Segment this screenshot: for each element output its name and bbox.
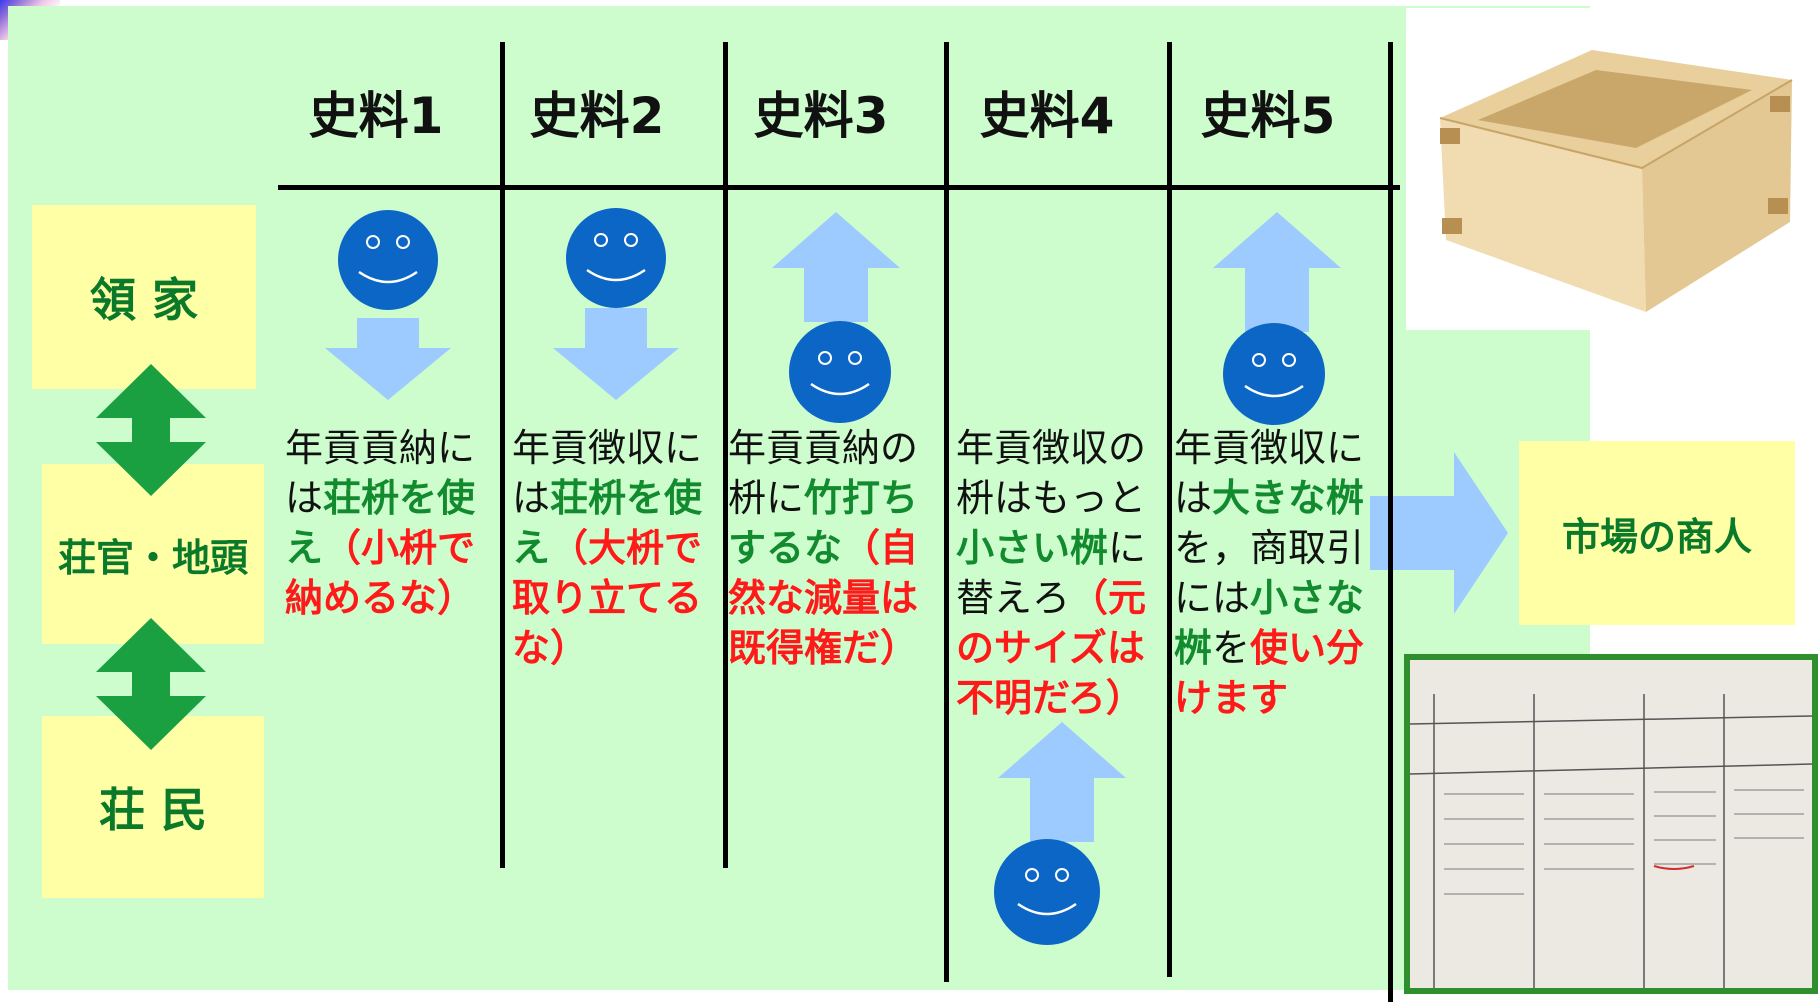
column-text-2: 年貢徴収には荘枡を使え（大枡で取り立てるな） (512, 423, 717, 673)
smiley-arrow-column-4 (994, 722, 1126, 945)
block-arrow-icon-up (772, 212, 900, 322)
column-divider-3 (944, 42, 949, 982)
column-text-segment: に替えろ (956, 526, 1147, 620)
actor-lord-label: 領 家 (89, 273, 198, 327)
smiley-face-icon (566, 208, 666, 308)
column-header-4: 史料4 (979, 87, 1115, 145)
smiley-arrow-column-3 (772, 212, 900, 423)
column-divider-5 (1388, 42, 1393, 1002)
smiley-face-icon (789, 321, 891, 423)
smiley-face-icon (338, 210, 438, 310)
column-text-4: 年貢徴収の枡はもっと小さい桝に替えろ（元のサイズは不明だろ） (956, 423, 1161, 723)
column-text-segment: 年貢貢納の枡に (728, 426, 919, 520)
worksheet-photo (1404, 654, 1818, 994)
wooden-masu-photo (1406, 8, 1820, 330)
actor-merchant-label: 市場の商人 (1561, 514, 1752, 559)
double-arrow-icon-bottom (96, 618, 206, 750)
column-text-5: 年貢徴収には大きな桝を，商取引には小さな桝を使い分けます (1174, 423, 1379, 723)
column-text-segment: を (1212, 626, 1251, 670)
column-text-segment: 竹打ちするな (728, 476, 919, 570)
column-divider-1 (500, 42, 505, 868)
actor-peasants-label: 荘 民 (98, 783, 207, 837)
block-arrow-icon-up (998, 722, 1126, 842)
column-text-segment: 大きな桝 (1212, 476, 1365, 520)
column-text-segment: 年貢貢納には (285, 426, 476, 520)
smiley-arrow-column-2 (553, 208, 679, 400)
column-text-segment: 年貢徴収の枡はもっと (956, 426, 1147, 520)
column-text-3: 年貢貢納の枡に竹打ちするな（自然な減量は既得権だ） (728, 423, 933, 673)
actor-official-label: 荘官・地頭 (57, 535, 248, 580)
column-text-segment: （小枡で納めるな） (285, 526, 476, 620)
column-text-segment: 小さな桝 (1174, 576, 1365, 670)
column-text-segment: （元のサイズは不明だろ） (956, 576, 1147, 720)
column-divider-4 (1167, 42, 1172, 977)
block-arrow-icon-down (325, 318, 451, 400)
actor-lord-box: 領 家 (32, 205, 256, 389)
column-header-1: 史料1 (308, 87, 444, 145)
column-text-segment: 小さい桝 (956, 526, 1109, 570)
column-text-segment: を，商取引には (1174, 526, 1365, 620)
column-text-segment: 荘枡を使え (512, 476, 703, 570)
column-text-segment: 荘枡を使え (285, 476, 476, 570)
diagram-panel (8, 6, 1590, 990)
actor-merchant-box: 市場の商人 (1519, 441, 1795, 625)
column-text-segment: 年貢徴収には (512, 426, 703, 520)
smiley-arrow-column-5 (1213, 212, 1341, 425)
table-header-divider (278, 185, 1400, 190)
double-arrow-icon-top (96, 364, 206, 496)
column-text-segment: 使い分けます (1174, 626, 1365, 720)
column-text-segment: 年貢徴収には (1174, 426, 1365, 520)
column-header-2: 史料2 (529, 87, 665, 145)
column-text-segment: （大枡で取り立てるな） (512, 526, 703, 670)
smiley-arrow-column-1 (325, 210, 451, 400)
block-arrow-icon-down (553, 308, 679, 400)
block-arrow-icon-up (1213, 212, 1341, 332)
smiley-face-icon (1223, 323, 1325, 425)
column-header-5: 史料5 (1200, 87, 1336, 145)
actor-peasants-box: 荘 民 (42, 716, 264, 898)
column-text-1: 年貢貢納には荘枡を使え（小枡で納めるな） (285, 423, 490, 623)
smiley-face-icon (994, 839, 1100, 945)
column-header-3: 史料3 (753, 87, 889, 145)
block-arrow-icon-right (1370, 452, 1508, 614)
column-text-segment: （自然な減量は既得権だ） (728, 526, 919, 670)
column-divider-2 (723, 42, 728, 868)
